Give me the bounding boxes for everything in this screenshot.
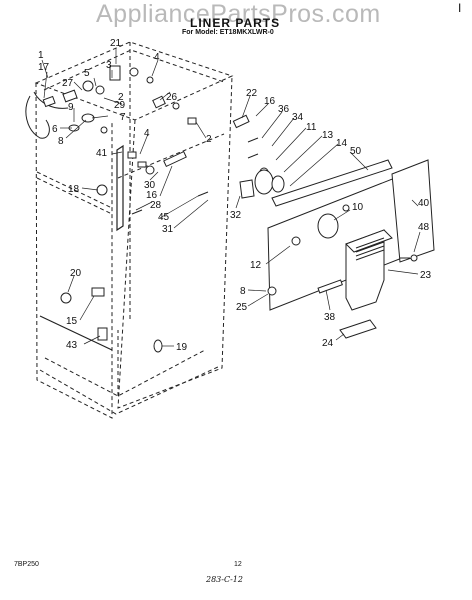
callout: 2 (118, 92, 124, 103)
wire-harness (25, 95, 50, 139)
callout: 13 (322, 130, 334, 141)
drawing-code: 7BP250 (14, 561, 39, 568)
liner-edges (39, 144, 124, 351)
fan-blade (271, 175, 285, 193)
callout-numbers: 1 17 21 3 27 5 4 26 2 29 7 9 6 8 41 18 2… (38, 38, 432, 353)
callout: 3 (106, 60, 112, 71)
hinge-bracket (91, 287, 105, 297)
callout: 12 (250, 260, 262, 271)
callout: 20 (70, 268, 82, 279)
callout: 1 (38, 50, 44, 61)
callout: 48 (418, 222, 430, 233)
callout: 40 (418, 198, 430, 209)
callout: 50 (350, 146, 362, 157)
callout: 9 (68, 102, 74, 113)
callout: 18 (68, 184, 80, 195)
callout: 23 (420, 270, 432, 281)
fan-motor (254, 169, 274, 195)
callout: 16 (146, 190, 158, 201)
callout: 22 (246, 88, 258, 99)
callout: 14 (336, 138, 348, 149)
callout: 4 (154, 52, 160, 63)
callout: 29 (114, 100, 126, 111)
control-knob (42, 95, 56, 108)
callout: 30 (144, 180, 156, 191)
callout: 45 (158, 212, 170, 223)
roller-bracket (97, 327, 108, 341)
callout: 11 (306, 122, 317, 133)
callout: 21 (110, 38, 122, 49)
light-switch (109, 65, 121, 81)
callout: 7 (120, 112, 126, 123)
liner-outline (34, 41, 234, 419)
thermostat (62, 89, 78, 103)
callout: 6 (52, 124, 58, 135)
callout: 8 (58, 136, 64, 147)
callout: 38 (324, 312, 336, 323)
callout: 31 (162, 224, 174, 235)
screw-cap (96, 184, 108, 196)
callout: 28 (150, 200, 162, 211)
callout: 24 (322, 338, 334, 349)
shelf-support (163, 150, 187, 168)
watermark: AppliancePartsPros.com (96, 0, 381, 28)
page-number: 12 (234, 561, 242, 568)
handwritten-note: 283-C-12 (206, 575, 243, 584)
callout: 32 (230, 210, 242, 221)
evaporator-cover-assembly (187, 114, 435, 339)
callout: 34 (292, 112, 304, 123)
drain-trough (339, 319, 377, 339)
side-channel (391, 159, 435, 263)
callout: 15 (66, 316, 78, 327)
callout: 8 (240, 286, 246, 297)
corner-mark: I (458, 1, 462, 15)
callout: 27 (62, 78, 74, 89)
callout: 25 (236, 302, 248, 313)
callout: 16 (264, 96, 276, 107)
callout: 4 (144, 128, 150, 139)
callout: 19 (176, 342, 188, 353)
callout: 2 (206, 134, 212, 145)
fan-opening (317, 213, 339, 239)
callout: 17 (38, 62, 50, 73)
page-title: LINER PARTS (190, 16, 281, 30)
callout: 36 (278, 104, 290, 115)
callout: 41 (96, 148, 108, 159)
panel-rail (271, 159, 393, 207)
callout: 10 (352, 202, 364, 213)
callout: 43 (66, 340, 78, 351)
leader-lines (41, 48, 421, 347)
callout: 5 (84, 68, 90, 79)
model-subtitle: For Model: ET18MKXLWR-0 (182, 29, 274, 36)
bulb-socket (82, 80, 94, 92)
left-parts (25, 65, 209, 353)
callout: 26 (166, 92, 178, 103)
